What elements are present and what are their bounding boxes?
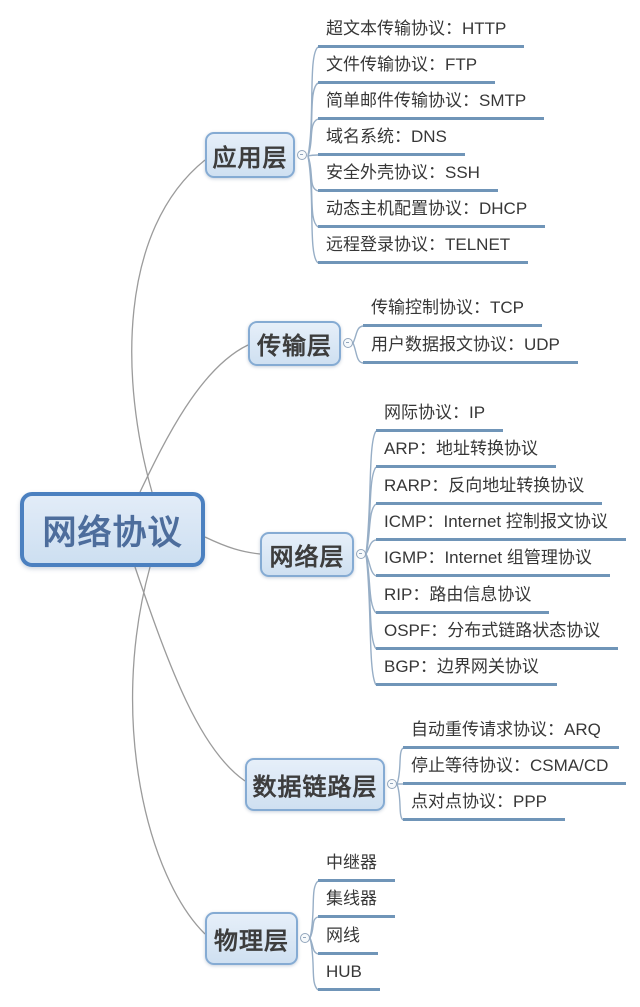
leaf-repeater[interactable]: 中继器 bbox=[318, 852, 395, 882]
leaf-rarp[interactable]: RARP：反向地址转换协议 bbox=[376, 475, 603, 505]
leaf-tcp[interactable]: 传输控制协议：TCP bbox=[363, 297, 542, 327]
leaf-udp[interactable]: 用户数据报文协议：UDP bbox=[363, 334, 578, 364]
root-node[interactable]: 网络协议 bbox=[20, 492, 205, 567]
leaf-ftp[interactable]: 文件传输协议：FTP bbox=[318, 54, 496, 84]
branch-label: 网络层 bbox=[269, 544, 345, 571]
collapse-handle-application[interactable] bbox=[297, 150, 307, 160]
collapse-handle-datalink[interactable] bbox=[387, 779, 397, 789]
leaf-dhcp[interactable]: 动态主机配置协议：DHCP bbox=[318, 198, 546, 228]
leaf-icmp[interactable]: ICMP：Internet 控制报文协议 bbox=[376, 511, 626, 541]
root-label: 网络协议 bbox=[42, 514, 183, 552]
branch-label: 数据链路层 bbox=[252, 774, 378, 801]
leaf-http[interactable]: 超文本传输协议：HTTP bbox=[318, 18, 525, 48]
leaf-dns[interactable]: 域名系统：DNS bbox=[318, 126, 465, 156]
branch-leaf-connectors bbox=[307, 46, 404, 991]
leaf-hub-cn[interactable]: 集线器 bbox=[318, 888, 395, 918]
leaf-ssh[interactable]: 安全外壳协议：SSH bbox=[318, 162, 498, 192]
leaf-hub[interactable]: HUB bbox=[318, 961, 380, 991]
leaf-arp[interactable]: ARP：地址转换协议 bbox=[376, 438, 556, 468]
branch-application-layer[interactable]: 应用层 bbox=[205, 132, 295, 178]
leaf-cable[interactable]: 网线 bbox=[318, 925, 378, 955]
collapse-handle-physical[interactable] bbox=[300, 933, 310, 943]
branch-label: 物理层 bbox=[214, 928, 289, 955]
collapse-handle-transport[interactable] bbox=[343, 338, 353, 348]
collapse-handle-network[interactable] bbox=[356, 549, 366, 559]
leaf-rip[interactable]: RIP：路由信息协议 bbox=[376, 584, 550, 614]
branch-physical-layer[interactable]: 物理层 bbox=[205, 912, 298, 965]
leaf-telnet[interactable]: 远程登录协议：TELNET bbox=[318, 234, 529, 264]
branch-transport-layer[interactable]: 传输层 bbox=[248, 321, 341, 366]
branch-network-layer[interactable]: 网络层 bbox=[260, 532, 354, 577]
branch-label: 应用层 bbox=[212, 144, 288, 172]
leaf-bgp[interactable]: BGP：边界网关协议 bbox=[376, 656, 557, 686]
root-branch-connectors bbox=[131, 159, 261, 935]
leaf-arq[interactable]: 自动重传请求协议：ARQ bbox=[403, 719, 619, 749]
leaf-igmp[interactable]: IGMP：Internet 组管理协议 bbox=[376, 547, 610, 577]
leaf-smtp[interactable]: 简单邮件传输协议：SMTP bbox=[318, 90, 545, 120]
branch-datalink-layer[interactable]: 数据链路层 bbox=[245, 758, 385, 811]
leaf-ospf[interactable]: OSPF：分布式链路状态协议 bbox=[376, 620, 619, 650]
leaf-ip[interactable]: 网际协议：IP bbox=[376, 402, 504, 432]
leaf-csmacd[interactable]: 停止等待协议：CSMA/CD bbox=[403, 755, 627, 785]
leaf-ppp[interactable]: 点对点协议：PPP bbox=[403, 791, 566, 821]
branch-label: 传输层 bbox=[257, 333, 332, 360]
